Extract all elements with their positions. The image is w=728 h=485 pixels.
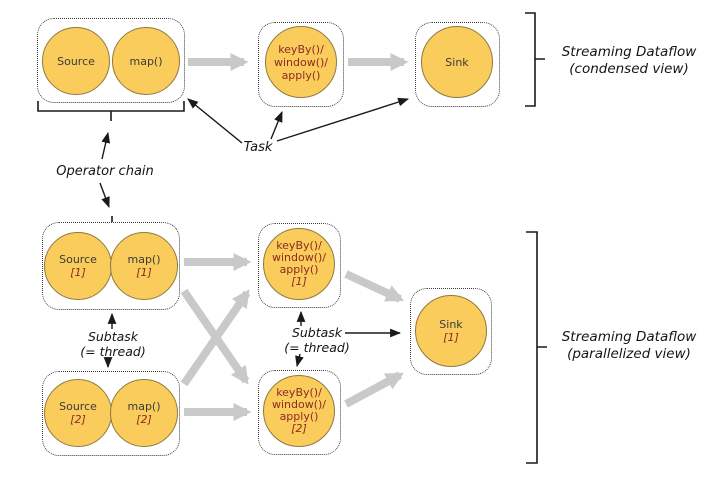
subtask-index: [2] [136, 413, 152, 426]
condensed-view-line1: Streaming Dataflow [561, 44, 697, 60]
subtask-index: [1] [70, 266, 86, 279]
operator-keyby-2: keyBy()/ window()/ apply() [2] [263, 375, 335, 447]
subtask-left-label: Subtask (= thread) [43, 329, 183, 359]
operator-source-condensed: Source [42, 27, 110, 95]
operator-label: map() [127, 400, 161, 413]
operator-sink-1: Sink [1] [415, 295, 487, 367]
operator-label-line1: keyBy()/ [278, 42, 324, 56]
operator-chain-arrow-down [99, 182, 110, 209]
operator-keyby-condensed: keyBy()/ window()/ apply() [265, 26, 337, 98]
operator-label-line1: keyBy()/ [276, 239, 322, 252]
operator-label-line3: apply() [281, 68, 321, 82]
subtask-left-line1: Subtask [87, 329, 139, 344]
subtask-mid-label: Subtask (= thread) [247, 325, 387, 355]
subtask-left-line2: (= thread) [80, 344, 146, 359]
subtask-index: [1] [291, 275, 307, 288]
operator-source-2: Source [2] [44, 379, 112, 447]
operator-label-line2: window()/ [271, 251, 327, 264]
operator-chain-underbrace [37, 101, 185, 121]
subtask-mid-line1: Subtask [291, 325, 343, 340]
operator-map-condensed: map() [112, 27, 180, 95]
operator-label: map() [127, 253, 161, 266]
task-label: Task [243, 140, 273, 155]
operator-keyby-1: keyBy()/ window()/ apply() [1] [263, 228, 335, 300]
parallelized-view-line1: Streaming Dataflow [561, 329, 697, 345]
operator-label-line2: window()/ [273, 55, 329, 69]
operator-label: Sink [445, 55, 469, 69]
operator-map-1: map() [1] [110, 232, 178, 300]
subtask-mid-line2: (= thread) [284, 340, 350, 355]
subtask-index: [2] [291, 422, 307, 435]
operator-sink-condensed: Sink [421, 26, 493, 98]
operator-label: Source [57, 54, 95, 68]
subtask-index: [2] [70, 413, 86, 426]
operator-label: Sink [439, 318, 463, 331]
dataflow-arrow-keyby2-to-sink1 [344, 371, 404, 408]
dataflow-arrow-keyby1-to-sink1 [344, 270, 405, 303]
task-arrow-to-source-chain [187, 98, 243, 144]
condensed-view-line2: (condensed view) [569, 61, 689, 77]
operator-source-1: Source [1] [44, 232, 112, 300]
operator-label: Source [59, 400, 97, 413]
task-arrow-to-sink [276, 97, 410, 142]
parallelized-view-bracket [526, 231, 547, 464]
condensed-view-bracket [525, 12, 545, 107]
operator-chain-arrow-up [101, 131, 111, 160]
subtask-mid-arrow-down [295, 353, 304, 368]
operator-label-line1: keyBy()/ [276, 386, 322, 399]
operator-map-2: map() [2] [110, 379, 178, 447]
task-arrow-to-keyby [270, 110, 283, 140]
condensed-view-label: Streaming Dataflow (condensed view) [544, 44, 714, 78]
operator-label-line2: window()/ [271, 398, 327, 411]
operator-label-line3: apply() [279, 410, 319, 423]
dataflow-arrow-source2-to-keyby1 [180, 289, 251, 387]
parallelized-view-label: Streaming Dataflow (parallelized view) [544, 329, 714, 363]
operator-label: map() [129, 54, 163, 68]
operator-label: Source [59, 253, 97, 266]
subtask-index: [1] [136, 266, 152, 279]
operator-label-line3: apply() [279, 263, 319, 276]
operator-chain-label: Operator chain [56, 164, 154, 179]
parallelized-view-line2: (parallelized view) [567, 346, 691, 362]
subtask-index: [1] [443, 331, 459, 344]
